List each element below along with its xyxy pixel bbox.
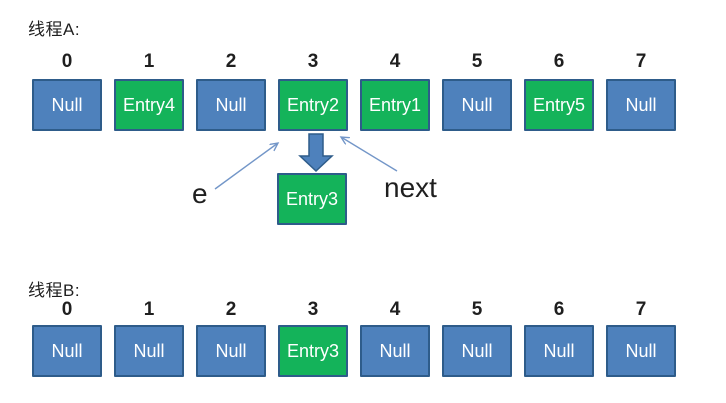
e-pointer-arrow-icon xyxy=(214,143,278,190)
thread-a-cell-5: Null xyxy=(442,79,512,131)
thread-a-index-7: 7 xyxy=(635,51,647,72)
thread-b-index-1: 1 xyxy=(143,299,155,320)
thread-a-index-0: 0 xyxy=(61,51,73,72)
thread-a-index-1: 1 xyxy=(143,51,155,72)
thread-a-index-5: 5 xyxy=(471,51,483,72)
thread-b-index-7: 7 xyxy=(635,299,647,320)
thread-b-index-5: 5 xyxy=(471,299,483,320)
thread-a-index-2: 2 xyxy=(225,51,237,72)
thread-a-cell-7: Null xyxy=(606,79,676,131)
thread-b-cell-0: Null xyxy=(32,325,102,377)
thread-a-cell-4: Entry1 xyxy=(360,79,430,131)
thread-b-cell-1: Null xyxy=(114,325,184,377)
thread-b-index-0: 0 xyxy=(61,299,73,320)
next-pointer-arrow-icon xyxy=(341,137,398,172)
thread-b-index-row: 0 1 2 3 4 5 6 7 xyxy=(32,300,676,320)
thread-a-cell-0: Null xyxy=(32,79,102,131)
thread-a-index-3: 3 xyxy=(307,51,319,72)
next-pointer-label: next xyxy=(384,172,437,203)
thread-b-label: 线程B: xyxy=(28,281,81,300)
thread-b-index-3: 3 xyxy=(307,299,319,320)
thread-a-index-6: 6 xyxy=(553,51,565,72)
thread-a-cell-2: Null xyxy=(196,79,266,131)
thread-a-cell-6: Entry5 xyxy=(524,79,594,131)
entry3-detail-node: Entry3 xyxy=(277,173,347,225)
thread-b-cell-6: Null xyxy=(524,325,594,377)
thread-a-label: 线程A: xyxy=(28,20,81,39)
thread-a-index-4: 4 xyxy=(389,51,401,72)
thread-b-cell-3: Entry3 xyxy=(278,325,348,377)
thread-b-index-4: 4 xyxy=(389,299,401,320)
thread-b-cell-4: Null xyxy=(360,325,430,377)
thread-b-cell-7: Null xyxy=(606,325,676,377)
thread-b-index-6: 6 xyxy=(553,299,565,320)
thread-b-cell-5: Null xyxy=(442,325,512,377)
e-pointer-label: e xyxy=(192,178,208,209)
thread-a-cell-1: Entry4 xyxy=(114,79,184,131)
thread-a-index-row: 0 1 2 3 4 5 6 7 xyxy=(32,52,676,72)
thread-b-index-2: 2 xyxy=(225,299,237,320)
thread-b-cell-2: Null xyxy=(196,325,266,377)
thread-a-cell-3: Entry2 xyxy=(278,79,348,131)
down-arrow-icon xyxy=(298,133,334,173)
